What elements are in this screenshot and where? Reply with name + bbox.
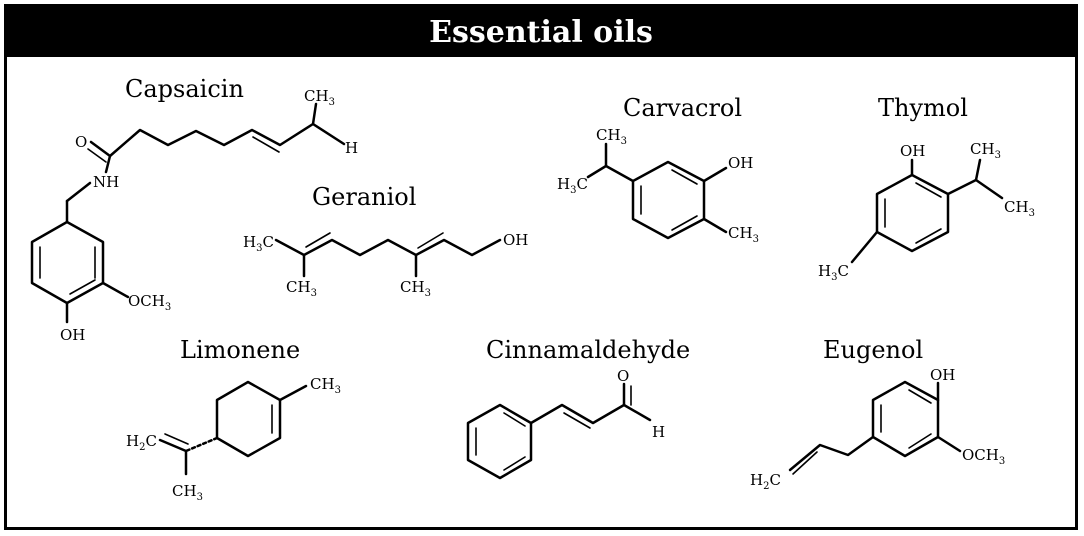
capsaicin-chain-double	[252, 136, 280, 153]
geraniol-chain	[274, 238, 502, 257]
carvacrol-ch3-bond-c	[702, 217, 728, 234]
eugenol-name: Eugenol	[823, 336, 923, 364]
diagram-title: Essential oils	[429, 14, 653, 50]
limonene-ch2-double	[164, 433, 189, 445]
thymol-ring-double-c	[915, 228, 942, 244]
carvacrol-name: Carvacrol	[623, 94, 742, 122]
eugenol-allyl-double	[792, 451, 818, 475]
diagram-frame: Essential oils	[4, 4, 1078, 530]
thymol-ch3-label-b: CH3	[1004, 198, 1035, 219]
thymol-oh-label: OH	[900, 142, 925, 160]
carvacrol-ch3-label-a: CH3	[596, 126, 627, 147]
cinnamaldehyde-structure: Cinnamaldehyde O H	[466, 336, 690, 480]
capsaicin-och3-bond	[101, 281, 130, 299]
limonene-name: Limonene	[180, 336, 300, 364]
limonene-ch3-bond	[278, 384, 308, 402]
thymol-ring-double-b	[915, 182, 942, 198]
cinnamaldehyde-ring	[466, 403, 533, 480]
geraniol-ch3-label-a: CH3	[286, 278, 317, 299]
thymol-h3c-label: H3C	[818, 262, 849, 283]
title-bar: Essential oils	[7, 7, 1075, 57]
carvacrol-ch3-label-b: CH3	[728, 224, 759, 245]
eugenol-ring	[871, 380, 940, 458]
limonene-ring	[215, 380, 282, 458]
limonene-isopropenyl-bond	[184, 436, 219, 453]
thymol-ch3-label-a: CH3	[970, 140, 1001, 161]
carvacrol-isopropyl-bond	[604, 164, 635, 183]
capsaicin-methyl-bond	[311, 102, 318, 126]
cinnamaldehyde-chain	[529, 403, 652, 425]
carvacrol-ring-double-c	[671, 215, 698, 231]
eugenol-allyl-chain	[788, 435, 875, 472]
thymol-isopropyl-bond	[946, 178, 978, 196]
eugenol-structure: Eugenol OH OCH3 H2C	[750, 336, 1005, 492]
thymol-structure: Thymol OH CH3 CH3 H3C	[818, 94, 1035, 283]
carvacrol-structure: Carvacrol CH3 H3C OH CH3	[557, 94, 759, 245]
capsaicin-ch3-label: CH3	[304, 87, 335, 108]
carvacrol-oh-label: OH	[728, 154, 753, 172]
capsaicin-name: Capsaicin	[125, 75, 244, 103]
capsaicin-chain	[108, 122, 346, 158]
capsaicin-nh-label: NH	[93, 173, 119, 191]
capsaicin-nch2-bond	[65, 181, 92, 203]
cinnamaldehyde-ring-double-c	[503, 456, 526, 471]
limonene-structure: Limonene CH3 H2C CH3	[126, 336, 341, 503]
limonene-ch3-label-b: CH3	[172, 482, 203, 503]
geraniol-structure: Geraniol H3C CH3 CH3 OH	[243, 183, 528, 299]
thymol-ch3-bond-c	[850, 230, 879, 264]
limonene-h2c-label: H2C	[126, 432, 157, 453]
eugenol-h2c-label: H2C	[750, 471, 781, 492]
limonene-ch2-bond	[158, 438, 188, 453]
capsaicin-oh-label: OH	[60, 326, 85, 344]
cinnamaldehyde-o-label: O	[617, 367, 629, 385]
carvacrol-h3c-label: H3C	[557, 175, 588, 196]
eugenol-ring-double-c	[908, 433, 932, 449]
cinnamaldehyde-h-label: H	[652, 423, 665, 441]
geraniol-double-b	[417, 232, 444, 249]
geraniol-ch3-label-b: CH3	[400, 278, 431, 299]
capsaicin-cn-bond	[104, 154, 112, 174]
cinnamaldehyde-ring-double-b	[503, 412, 526, 427]
thymol-ch3-bond-a	[974, 158, 982, 182]
geraniol-oh-label: OH	[503, 231, 528, 249]
capsaicin-ring	[30, 220, 105, 305]
thymol-name: Thymol	[878, 94, 968, 122]
geraniol-name: Geraniol	[312, 183, 416, 211]
carvacrol-oh-bond	[702, 166, 728, 183]
geraniol-double-a	[305, 232, 331, 248]
capsaicin-och3-label: OCH3	[128, 292, 171, 313]
cinnamaldehyde-name: Cinnamaldehyde	[486, 336, 690, 364]
eugenol-och3-bond	[936, 435, 962, 453]
thymol-ring	[875, 173, 950, 253]
thymol-ch3-bond-b	[974, 178, 1004, 200]
cinnamaldehyde-chain-double	[563, 412, 591, 429]
capsaicin-o-label: O	[75, 133, 87, 151]
eugenol-oh-label: OH	[930, 366, 955, 384]
eugenol-ring-double-b	[908, 389, 932, 404]
capsaicin-co-double	[87, 148, 107, 163]
capsaicin-structure: Capsaicin O NH CH3 H OH OCH3	[30, 75, 358, 344]
carvacrol-ring-double-b	[671, 169, 698, 185]
carvacrol-ring	[631, 160, 706, 240]
limonene-ch3-label-a: CH3	[310, 375, 341, 396]
geraniol-h3c-label: H3C	[243, 233, 274, 254]
capsaicin-ring-double-c	[69, 279, 96, 295]
capsaicin-h-label: H	[345, 139, 358, 157]
carvacrol-ch3-bond-b	[586, 164, 608, 179]
capsaicin-co-bond	[89, 140, 112, 158]
eugenol-och3-label: OCH3	[962, 446, 1005, 467]
